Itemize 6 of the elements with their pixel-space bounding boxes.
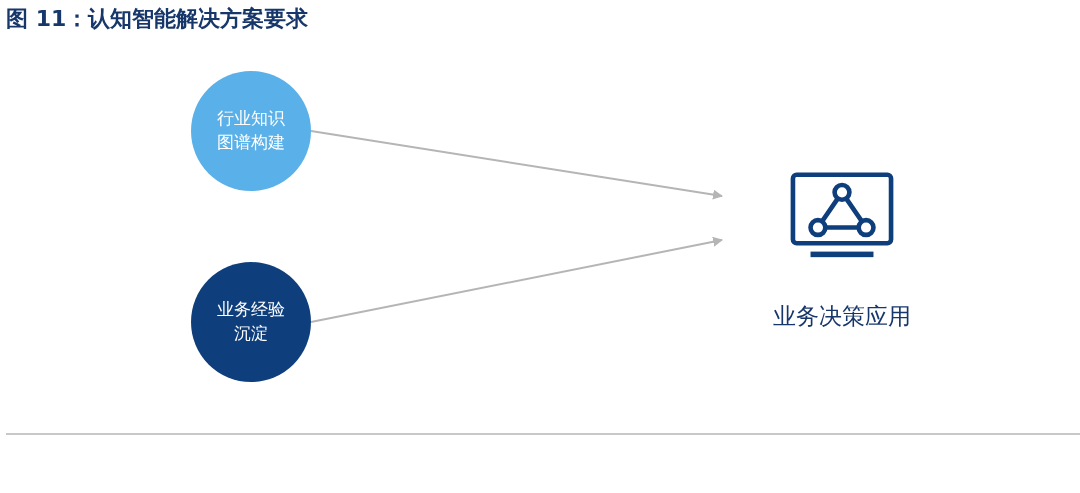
node-label: 业务经验沉淀 (216, 298, 286, 345)
node-label: 行业知识图谱构建 (216, 107, 286, 154)
arrow (310, 236, 723, 323)
node-label: 业务决策应用 (773, 302, 911, 331)
figure-title: 图 11：认知智能解决方案要求 (6, 5, 309, 33)
arrow (310, 130, 723, 200)
